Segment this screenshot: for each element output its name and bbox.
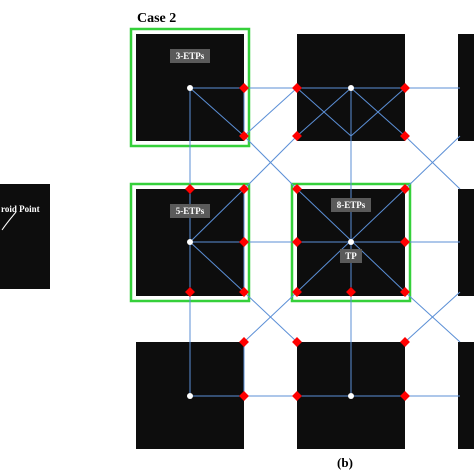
link	[350, 87, 406, 137]
red-node	[239, 131, 249, 141]
red-node	[292, 287, 302, 297]
centroid-point	[187, 239, 193, 245]
red-node	[239, 184, 249, 194]
centroid-points	[187, 85, 354, 399]
tag-5-etps-text: 5-ETPs	[176, 206, 205, 216]
centroid-point	[187, 85, 193, 91]
tag-8-etps-text: 8-ETPs	[337, 200, 366, 210]
red-node	[292, 184, 302, 194]
tag-3-etps-text: 3-ETPs	[176, 51, 205, 61]
tag-8-etps: 8-ETPs	[331, 198, 371, 212]
link	[189, 241, 245, 293]
red-node	[400, 184, 410, 194]
centroid-point	[348, 239, 354, 245]
red-node	[292, 237, 302, 247]
centroid-label: roid Point	[1, 204, 40, 214]
red-node	[400, 337, 410, 347]
link	[404, 291, 461, 343]
block-r3-c3	[458, 342, 474, 449]
red-node	[292, 337, 302, 347]
red-node	[400, 237, 410, 247]
red-node	[239, 83, 249, 93]
figure-caption: (b)	[337, 455, 353, 470]
left-panel-block	[0, 184, 50, 289]
red-node	[346, 287, 356, 297]
link	[243, 135, 298, 190]
red-node	[400, 391, 410, 401]
case-title: Case 2	[137, 11, 176, 26]
red-node	[239, 391, 249, 401]
centroid-point	[348, 85, 354, 91]
block-r1-c3	[458, 34, 474, 141]
red-node	[292, 391, 302, 401]
red-node	[400, 287, 410, 297]
link	[189, 87, 245, 137]
red-node	[185, 184, 195, 194]
red-node	[239, 237, 249, 247]
tag-tp-text: TP	[345, 251, 357, 261]
centroid-point	[348, 393, 354, 399]
tag-3-etps: 3-ETPs	[170, 49, 210, 63]
red-node	[239, 337, 249, 347]
link	[243, 291, 298, 343]
red-node	[239, 287, 249, 297]
block-r2-c3	[458, 189, 474, 296]
tag-tp: TP	[340, 249, 362, 263]
centroid-pointer	[1, 211, 17, 231]
red-node	[400, 131, 410, 141]
centroid-point	[187, 393, 193, 399]
red-node	[185, 287, 195, 297]
link	[243, 87, 298, 137]
red-node	[292, 131, 302, 141]
tag-5-etps: 5-ETPs	[170, 204, 210, 218]
link	[296, 87, 352, 137]
link	[404, 135, 461, 190]
link	[189, 188, 245, 243]
